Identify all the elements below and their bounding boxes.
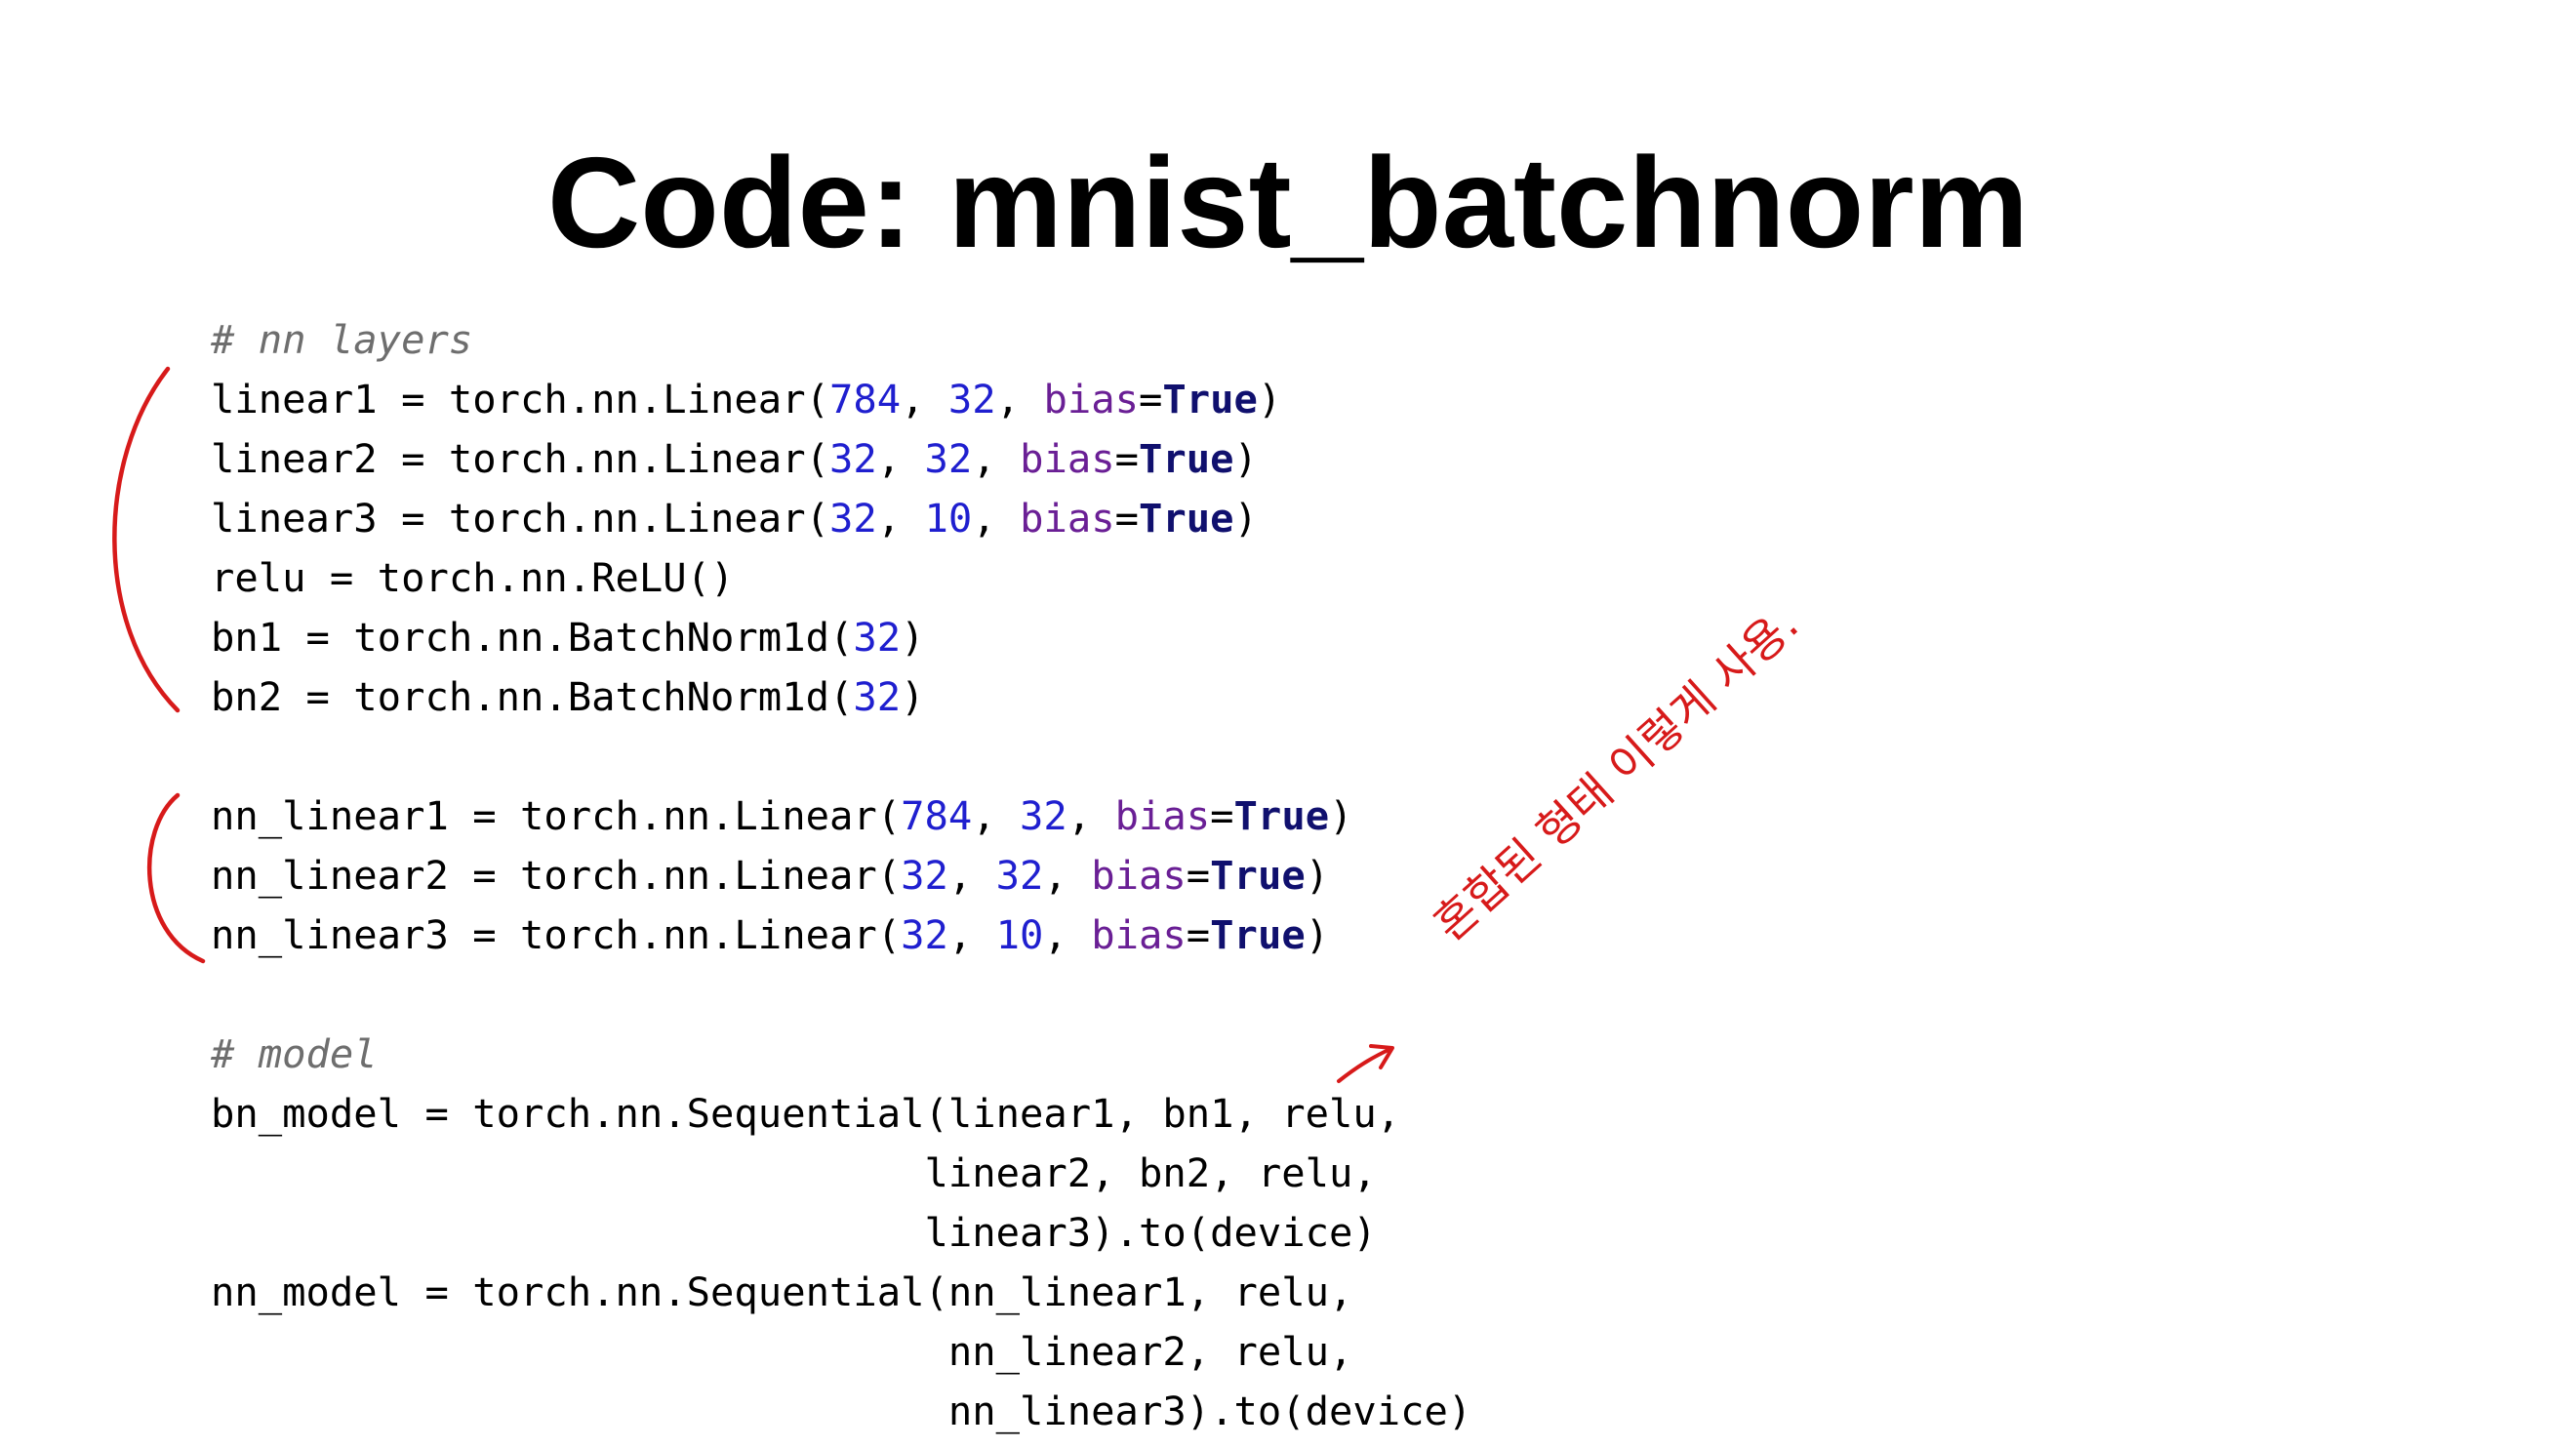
code-line: linear1 = torch.nn.Linear(784, 32, bias=… xyxy=(211,370,1471,429)
code-text: bn2 = torch.nn.BatchNorm1d( xyxy=(211,673,854,720)
code-line: linear2, bn2, relu, xyxy=(211,1144,1471,1203)
code-number: 32 xyxy=(901,852,948,899)
code-text: linear1 = torch.nn.Linear( xyxy=(211,376,829,423)
code-line: bn2 = torch.nn.BatchNorm1d(32) xyxy=(211,667,1471,727)
code-number: 32 xyxy=(901,911,948,958)
code-text: bn_model = torch.nn.Sequential(linear1, … xyxy=(211,1090,1401,1137)
code-text: bn1 = torch.nn.BatchNorm1d( xyxy=(211,614,854,661)
code-text: ) xyxy=(1329,792,1353,839)
code-text: linear2 = torch.nn.Linear( xyxy=(211,435,829,482)
code-text: , xyxy=(972,792,1021,839)
code-number: 784 xyxy=(828,376,902,423)
code-number: 32 xyxy=(995,852,1044,899)
code-text: nn_linear2 = torch.nn.Linear( xyxy=(211,852,902,899)
code-text: , xyxy=(947,911,996,958)
code-line: nn_linear3).to(device) xyxy=(211,1382,1471,1441)
code-text: , xyxy=(995,376,1044,423)
code-line xyxy=(211,965,1471,1025)
code-text: = xyxy=(1114,495,1140,542)
code-keyword-arg: bias xyxy=(1043,376,1140,423)
code-line xyxy=(211,727,1471,786)
code-boolean: True xyxy=(1162,376,1258,423)
code-text: ) xyxy=(1233,435,1258,482)
code-keyword-arg: bias xyxy=(1114,792,1211,839)
code-number: 32 xyxy=(828,435,877,482)
code-line: linear3 = torch.nn.Linear(32, 10, bias=T… xyxy=(211,489,1471,548)
code-line: nn_linear2, relu, xyxy=(211,1322,1471,1382)
code-keyword-arg: bias xyxy=(1020,495,1115,542)
code-number: 10 xyxy=(995,911,1044,958)
code-text: , xyxy=(972,495,1021,542)
code-text: , xyxy=(1067,792,1115,839)
code-text: , xyxy=(947,852,996,899)
code-line: # nn layers xyxy=(211,310,1471,370)
code-boolean: True xyxy=(1139,435,1234,482)
code-line: # model xyxy=(211,1025,1471,1084)
code-number: 784 xyxy=(901,792,973,839)
code-text: linear3 = torch.nn.Linear( xyxy=(211,495,829,542)
code-text: = xyxy=(1186,852,1211,899)
code-text: , xyxy=(901,376,948,423)
code-line: bn_model = torch.nn.Sequential(linear1, … xyxy=(211,1084,1471,1144)
code-number: 32 xyxy=(924,435,973,482)
code-boolean: True xyxy=(1210,911,1306,958)
code-keyword-arg: bias xyxy=(1091,852,1187,899)
code-text: ) xyxy=(1257,376,1282,423)
code-line: bn1 = torch.nn.BatchNorm1d(32) xyxy=(211,608,1471,667)
code-line: nn_model = torch.nn.Sequential(nn_linear… xyxy=(211,1263,1471,1322)
code-line: nn_linear2 = torch.nn.Linear(32, 32, bia… xyxy=(211,846,1471,906)
code-keyword-arg: bias xyxy=(1020,435,1115,482)
code-number: 32 xyxy=(947,376,996,423)
code-number: 32 xyxy=(1020,792,1067,839)
code-text: linear3).to(device) xyxy=(211,1209,1377,1256)
code-number: 32 xyxy=(853,673,902,720)
code-text: relu = torch.nn.ReLU() xyxy=(211,554,735,601)
code-text: nn_linear2, relu, xyxy=(211,1328,1353,1375)
code-line: nn_linear3 = torch.nn.Linear(32, 10, bia… xyxy=(211,906,1471,965)
slide-title: Code: mnist_batchnorm xyxy=(546,131,2030,274)
bracket-nn-layers xyxy=(112,366,181,713)
code-text: , xyxy=(876,495,925,542)
code-text: , xyxy=(1043,852,1092,899)
code-boolean: True xyxy=(1233,792,1330,839)
code-text: ) xyxy=(1305,911,1330,958)
code-keyword-arg: bias xyxy=(1091,911,1187,958)
bracket-nn-linear xyxy=(146,792,206,964)
code-number: 10 xyxy=(924,495,973,542)
code-text: = xyxy=(1114,435,1140,482)
code-comment: # nn layers xyxy=(211,316,473,363)
code-text: = xyxy=(1210,792,1234,839)
code-text: nn_linear3).to(device) xyxy=(211,1388,1472,1434)
code-number: 32 xyxy=(828,495,877,542)
code-boolean: True xyxy=(1139,495,1234,542)
code-line: nn_linear1 = torch.nn.Linear(784, 32, bi… xyxy=(211,786,1471,846)
code-text: nn_model = torch.nn.Sequential(nn_linear… xyxy=(211,1268,1353,1315)
code-text: = xyxy=(1186,911,1211,958)
code-number: 32 xyxy=(853,614,902,661)
code-comment: # model xyxy=(211,1030,378,1077)
code-line: relu = torch.nn.ReLU() xyxy=(211,548,1471,608)
code-text: , xyxy=(876,435,925,482)
code-text: ) xyxy=(901,614,925,661)
code-text: ) xyxy=(901,673,925,720)
code-line: linear2 = torch.nn.Linear(32, 32, bias=T… xyxy=(211,429,1471,489)
code-boolean: True xyxy=(1210,852,1306,899)
code-text: , xyxy=(1043,911,1092,958)
code-text: ) xyxy=(1305,852,1330,899)
code-text: linear2, bn2, relu, xyxy=(211,1149,1377,1196)
code-text: nn_linear1 = torch.nn.Linear( xyxy=(211,792,902,839)
code-text: ) xyxy=(1233,495,1258,542)
code-line: linear3).to(device) xyxy=(211,1203,1471,1263)
code-text: nn_linear3 = torch.nn.Linear( xyxy=(211,911,902,958)
code-text: = xyxy=(1139,376,1163,423)
code-text: , xyxy=(972,435,1021,482)
